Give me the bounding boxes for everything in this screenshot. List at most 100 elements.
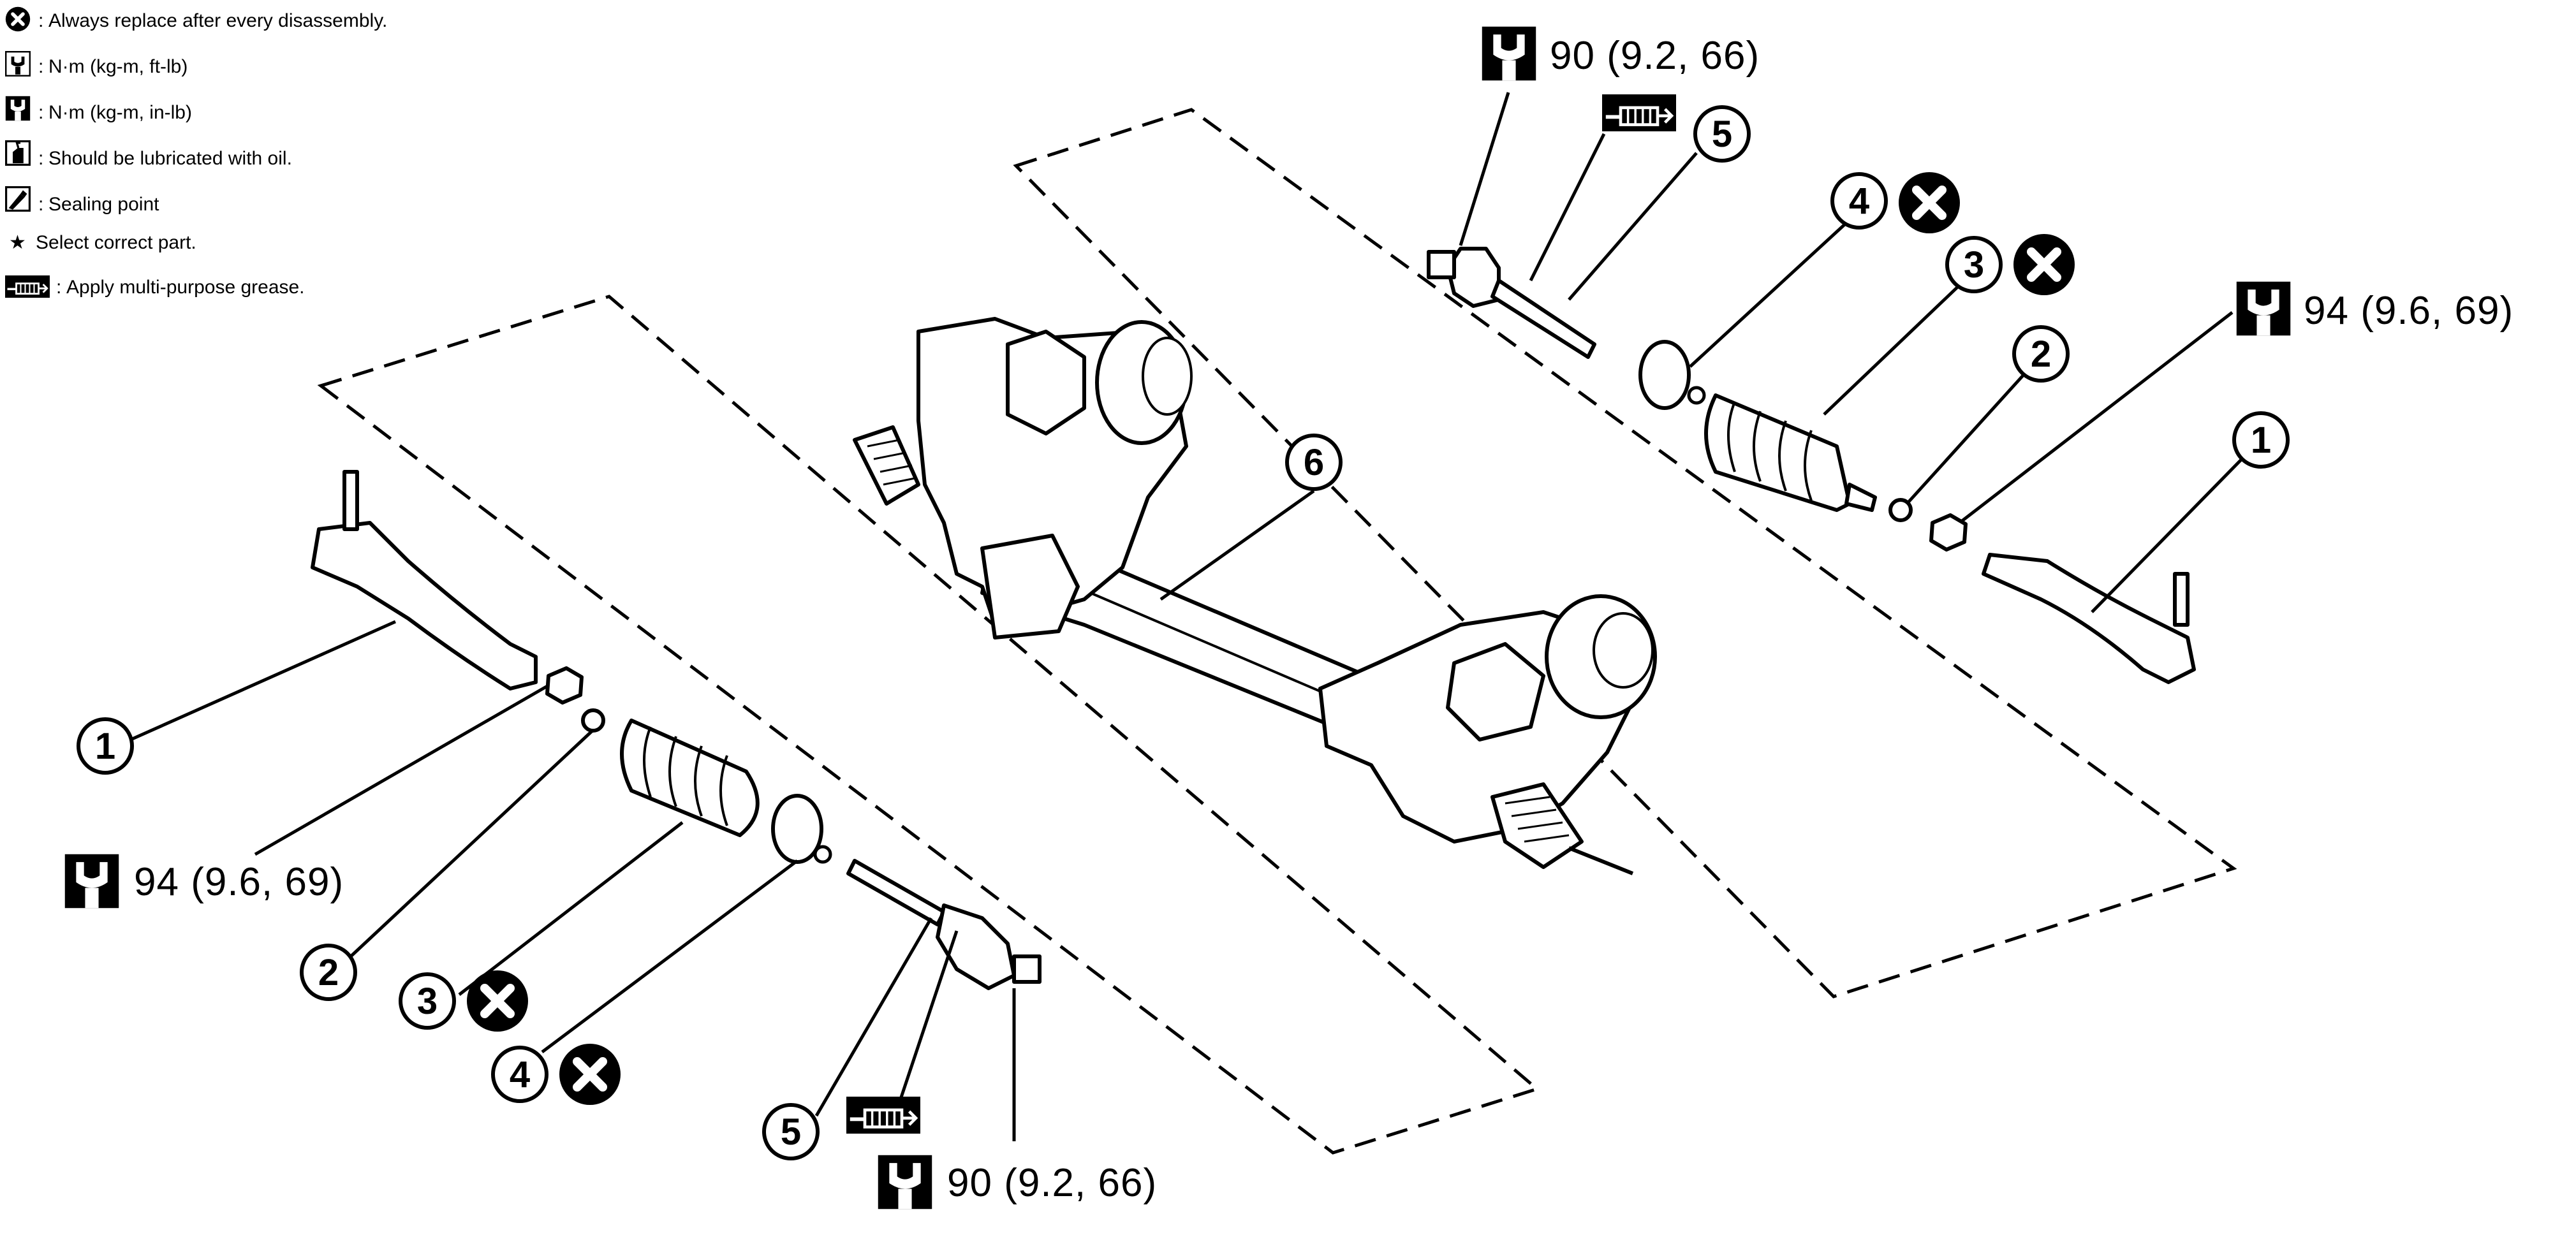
inner-socket-rh-rod [1490, 279, 1596, 359]
callout-6: 6 [1285, 434, 1343, 491]
torque-wrench-icon [2236, 281, 2291, 336]
torque-wrench-icon [64, 854, 119, 909]
callout-number: 2 [318, 952, 339, 993]
mount-bracket-left [980, 534, 1080, 639]
boot-lh [620, 719, 760, 837]
x-circle-icon [2013, 234, 2075, 295]
leader-lines [129, 92, 2243, 1141]
x-circle-icon [467, 970, 528, 1032]
callout-3-rh: 3 [1945, 234, 2075, 295]
callout-number: 6 [1304, 442, 1324, 483]
callout-number: 2 [2031, 333, 2051, 375]
callout-number: 1 [95, 726, 115, 767]
callout-number: 3 [417, 981, 438, 1022]
x-circle-icon [559, 1044, 621, 1105]
torque-label-inner-lh: 90 (9.2, 66) [878, 1155, 1157, 1209]
gear-housing-right-cap [1446, 642, 1545, 742]
legend-sealing-text: Sealing point [48, 194, 159, 215]
torque-value: 90 (9.2, 66) [1550, 34, 1760, 78]
callout-number: 1 [2251, 420, 2271, 461]
motor-left-face [1142, 337, 1193, 416]
grease-gun-icon [846, 1097, 920, 1134]
legend-prefix: : [38, 102, 43, 123]
pinion-right-threads [1505, 796, 1570, 843]
rack-end-right [1568, 846, 1634, 875]
legend-lubricate-text: Should be lubricated with oil. [48, 148, 292, 169]
legend-prefix: : [38, 194, 43, 215]
torque-wrench-icon [1482, 26, 1536, 81]
star-icon: ★ [9, 232, 26, 253]
callout-5-lh: 5 [762, 1103, 820, 1160]
legend-row-torque-inlb: : N·m (kg-m, in-lb) [5, 96, 192, 123]
inner-socket-lh [936, 903, 1016, 990]
outer-socket-rh-stud [2173, 572, 2190, 627]
legend-prefix: : [38, 56, 43, 77]
grease-gun-icon [1602, 94, 1676, 131]
legend: : Always replace after every disassembly… [5, 7, 387, 298]
inner-socket-lh-collar [1012, 954, 1041, 984]
torque-wrench-small-icon [5, 96, 31, 121]
legend-prefix: : [38, 10, 43, 31]
callout-2-rh: 2 [2012, 325, 2070, 383]
pinion-left-threads [867, 439, 916, 486]
washer-rh [1888, 498, 1913, 522]
x-circle-icon [1899, 172, 1960, 233]
callout-number: 4 [1849, 180, 1869, 222]
torque-label-outer-rh: 94 (9.6, 69) [2236, 281, 2513, 336]
legend-torque-ftlb-text: N·m (kg-m, ft-lb) [48, 56, 188, 77]
legend-prefix: : [38, 148, 43, 169]
torque-label-inner-rh: 90 (9.2, 66) [1482, 26, 1760, 81]
legend-row-sealing: : Sealing point [5, 186, 159, 215]
torque-value: 94 (9.6, 69) [2304, 289, 2513, 333]
callout-number: 5 [1712, 113, 1732, 155]
oil-can-icon [5, 140, 31, 166]
dashed-zone-lh [317, 295, 1541, 1155]
legend-grease-text: Apply multi-purpose grease. [66, 277, 305, 298]
torque-value: 94 (9.6, 69) [134, 860, 344, 904]
washer-lh [581, 708, 605, 733]
legend-replace-text: Always replace after every disassembly. [48, 10, 387, 31]
legend-row-grease: : Apply multi-purpose grease. [5, 275, 305, 298]
motor-right-face [1593, 612, 1654, 689]
inner-socket-lh-rod [846, 859, 946, 926]
torque-wrench-icon [878, 1155, 932, 1209]
callout-1-lh: 1 [77, 717, 134, 775]
lh-parts [311, 470, 1041, 990]
inner-socket-rh-collar [1427, 250, 1456, 279]
callout-number: 5 [781, 1111, 801, 1153]
legend-row-torque-ftlb: : N·m (kg-m, ft-lb) [5, 51, 188, 77]
nut-lh [545, 666, 584, 705]
steering-gear-assembly [853, 317, 1657, 875]
torque-label-outer-lh: 94 (9.6, 69) [64, 854, 344, 909]
callout-number: 3 [1964, 244, 1984, 286]
nut-rh [1929, 513, 1968, 552]
legend-torque-inlb-text: N·m (kg-m, in-lb) [48, 102, 192, 123]
legend-prefix: : [56, 277, 61, 298]
dashed-zones [317, 108, 2237, 1155]
callout-1-rh: 1 [2232, 411, 2290, 469]
callout-5-rh: 5 [1693, 105, 1751, 163]
boot-clamp-rh [1638, 340, 1691, 410]
torque-value: 90 (9.2, 66) [947, 1161, 1157, 1205]
outer-socket-rh [1982, 553, 2196, 684]
outer-socket-lh [311, 521, 538, 691]
x-circle-icon [6, 7, 30, 31]
rh-parts [1427, 247, 2196, 684]
callout-4-lh: 4 [491, 1044, 621, 1105]
callout-number: 4 [510, 1054, 530, 1095]
torque-wrench-icon [5, 51, 31, 77]
legend-row-replace: : Always replace after every disassembly… [6, 7, 387, 31]
callout-3-lh: 3 [399, 970, 528, 1032]
legend-select-part-text: Select correct part. [36, 232, 196, 253]
legend-row-select-part: ★ Select correct part. [9, 232, 196, 253]
grease-gun-icon [5, 275, 50, 298]
callout-2-lh: 2 [300, 944, 357, 1001]
legend-row-lubricate: : Should be lubricated with oil. [5, 140, 292, 169]
outer-socket-lh-stud [342, 470, 359, 531]
boot-rh [1704, 393, 1877, 512]
callout-4-rh: 4 [1830, 172, 1960, 233]
sealant-icon [5, 186, 31, 212]
dashed-zone-rh [1013, 108, 2237, 998]
gear-housing-left-cap [1006, 330, 1086, 435]
